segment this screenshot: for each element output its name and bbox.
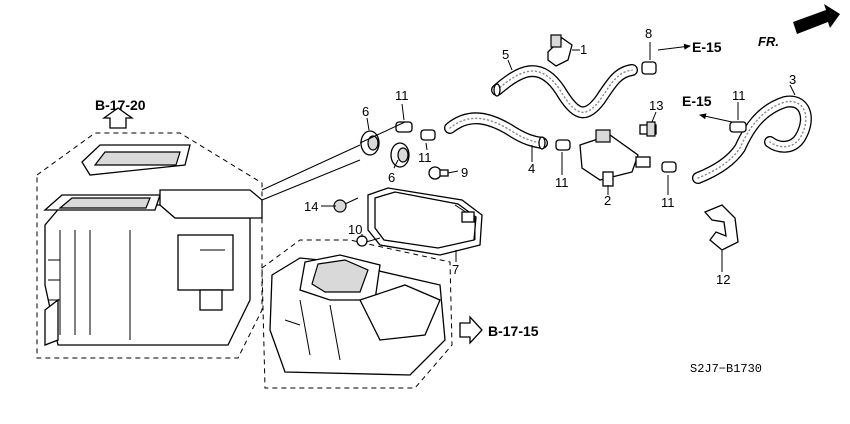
leader-lines [321, 42, 796, 272]
callout-2: 2 [604, 193, 611, 208]
reference-b1715: B-17-15 [488, 323, 539, 339]
callout-11-e: 11 [732, 88, 746, 103]
bolt-13 [639, 121, 657, 137]
callout-4: 4 [528, 161, 535, 176]
callout-7: 7 [452, 262, 459, 277]
front-direction-indicator: FR. [758, 4, 840, 49]
callout-11-d: 11 [661, 195, 675, 210]
diagram-code: S2J7−B1730 [690, 362, 762, 376]
screw-9 [428, 166, 449, 180]
callout-10: 10 [348, 222, 362, 237]
clip-1 [547, 34, 573, 67]
front-direction-label: FR. [758, 34, 779, 49]
hose-clamp-8 [641, 61, 657, 75]
right-arrow-b1715 [459, 315, 483, 345]
callout-9: 9 [461, 165, 468, 180]
callout-12: 12 [716, 272, 730, 287]
hose-clamp-11 [395, 121, 747, 173]
callout-11-c: 11 [555, 175, 569, 190]
clip-12 [703, 204, 739, 251]
reference-e15-mid: E-15 [682, 93, 712, 109]
pipe-guide-lines [261, 144, 361, 201]
callout-3: 3 [789, 72, 796, 87]
callout-5: 5 [502, 47, 509, 62]
grommet-6-lower [390, 142, 410, 168]
duct-dashed-outline [261, 239, 453, 389]
water-hose-4 [444, 112, 548, 150]
reference-b1720: B-17-20 [95, 97, 146, 113]
cover-part-7 [367, 187, 483, 256]
heater-unit-dashed-outline [36, 132, 263, 359]
callout-14: 14 [304, 199, 318, 214]
callout-11-b: 11 [418, 150, 432, 165]
callout-1: 1 [580, 42, 587, 57]
water-valve-2 [579, 129, 651, 187]
heater-unit-assembly [36, 132, 263, 359]
duct-assembly [261, 239, 453, 389]
up-arrow-b1720 [101, 107, 135, 129]
callout-6-lower: 6 [388, 170, 395, 185]
callout-13: 13 [649, 98, 663, 113]
callout-8: 8 [645, 26, 652, 41]
screw-14 [333, 197, 359, 213]
water-hose-5 [491, 64, 638, 119]
callout-11-a: 11 [395, 88, 409, 103]
callout-6-upper: 6 [362, 104, 369, 119]
grommet-6-upper [360, 130, 380, 156]
water-hose-3 [692, 95, 812, 184]
reference-e15-top: E-15 [692, 39, 722, 55]
